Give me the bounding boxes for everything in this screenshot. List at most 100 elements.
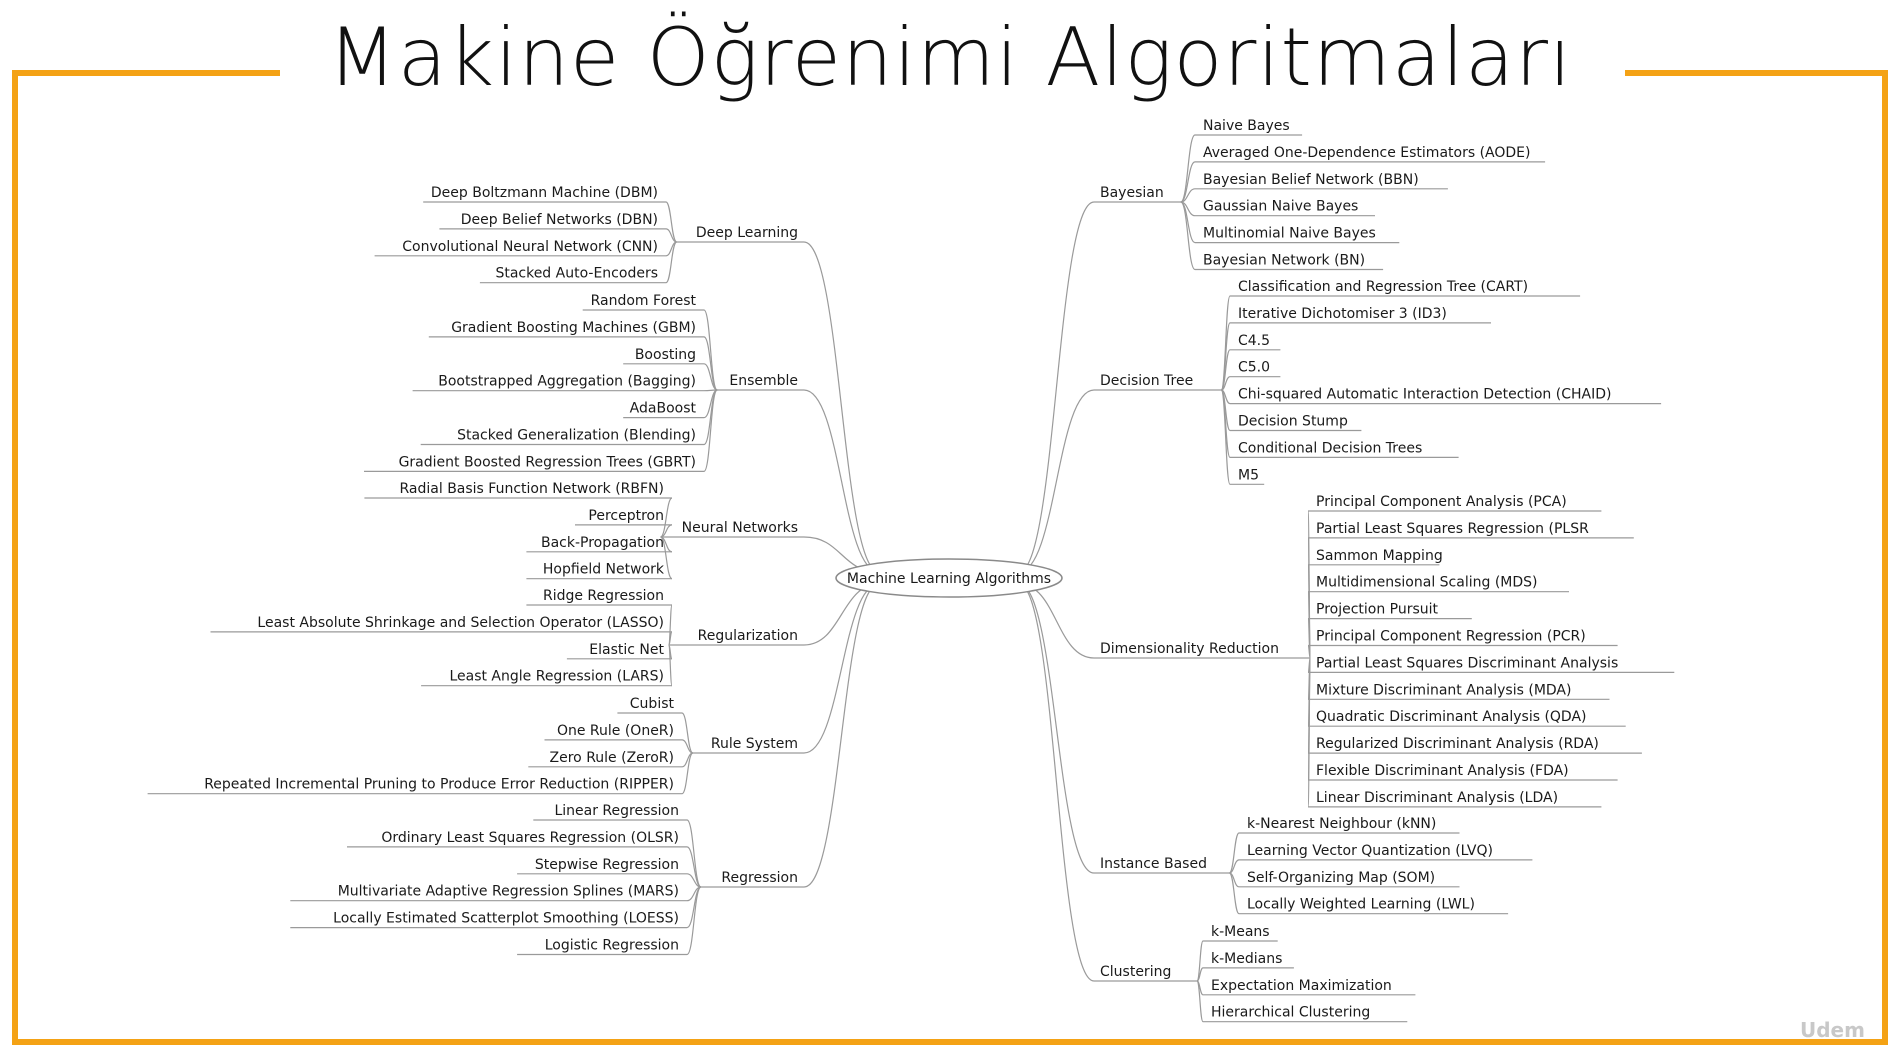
frame-top-left — [12, 70, 280, 76]
group-connector-0 — [803, 241, 880, 573]
item-connector-5-5 — [686, 886, 702, 956]
group-connector-1 — [803, 389, 880, 573]
item-connector-2-0 — [659, 497, 673, 538]
group-label-5: Regression — [721, 870, 798, 886]
group-label-1: Ensemble — [729, 373, 798, 389]
group-connector-3 — [803, 583, 880, 646]
item-label-r-2-11: Linear Discriminant Analysis (LDA) — [1316, 790, 1558, 806]
item-label-r-2-6: Partial Least Squares Discriminant Analy… — [1316, 655, 1618, 671]
item-label-r-3-2: Self-Organizing Map (SOM) — [1247, 870, 1435, 886]
item-label-4-1: One Rule (OneR) — [557, 723, 674, 739]
item-label-5-2: Stepwise Regression — [535, 857, 679, 873]
item-label-r-1-7: M5 — [1238, 467, 1259, 483]
item-connector-4-1 — [681, 739, 694, 754]
item-connector-3-3 — [668, 644, 673, 687]
item-label-5-0: Linear Regression — [554, 803, 679, 819]
item-label-r-3-3: Locally Weighted Learning (LWL) — [1247, 897, 1475, 913]
root-node — [835, 558, 1063, 598]
item-connector-0-3 — [665, 241, 678, 284]
item-connector-r-2-11 — [1307, 657, 1311, 808]
udemy-watermark: Udem — [1800, 1018, 1865, 1042]
item-connector-r-1-0 — [1220, 295, 1231, 391]
item-label-r-1-1: Iterative Dichotomiser 3 (ID3) — [1238, 306, 1447, 322]
item-label-4-2: Zero Rule (ZeroR) — [550, 750, 674, 766]
item-label-0-1: Deep Belief Networks (DBN) — [461, 212, 658, 228]
item-connector-2-3 — [659, 536, 673, 580]
item-connector-r-0-1 — [1180, 161, 1196, 203]
item-label-1-2: Boosting — [635, 347, 696, 363]
item-label-2-1: Perceptron — [588, 508, 664, 524]
group-connector-4 — [803, 583, 880, 754]
group-label-2: Neural Networks — [682, 520, 798, 536]
item-connector-0-0 — [665, 201, 678, 243]
group-label-r-2: Dimensionality Reduction — [1100, 641, 1279, 657]
item-label-r-4-0: k-Means — [1211, 924, 1270, 940]
item-label-r-0-2: Bayesian Belief Network (BBN) — [1203, 172, 1419, 188]
item-label-1-6: Gradient Boosted Regression Trees (GBRT) — [399, 454, 696, 470]
item-label-2-2: Back-Propagation — [541, 535, 664, 551]
root-label: Machine Learning Algorithms — [847, 571, 1051, 587]
group-label-r-1: Decision Tree — [1100, 373, 1193, 389]
frame-top-right — [1625, 70, 1888, 76]
item-label-r-1-0: Classification and Regression Tree (CART… — [1238, 279, 1528, 295]
item-connector-5-1 — [686, 846, 702, 888]
item-connector-0-1 — [665, 228, 677, 243]
item-label-3-1: Least Absolute Shrinkage and Selection O… — [257, 615, 664, 631]
group-label-r-0: Bayesian — [1100, 185, 1164, 201]
item-label-r-0-3: Gaussian Naive Bayes — [1203, 199, 1358, 215]
item-label-r-0-1: Averaged One-Dependence Estimators (AODE… — [1203, 145, 1530, 161]
item-connector-2-1 — [660, 524, 673, 538]
item-connector-r-1-3 — [1221, 376, 1231, 391]
item-label-1-1: Gradient Boosting Machines (GBM) — [451, 320, 696, 336]
item-label-r-4-1: k-Medians — [1211, 951, 1282, 967]
item-label-1-3: Bootstrapped Aggregation (Bagging) — [438, 374, 696, 390]
item-label-r-2-4: Projection Pursuit — [1316, 602, 1439, 618]
group-connector-r-0 — [1018, 201, 1095, 573]
item-label-r-2-5: Principal Component Regression (PCR) — [1316, 629, 1586, 645]
group-label-0: Deep Learning — [696, 225, 798, 241]
item-label-r-0-5: Bayesian Network (BN) — [1203, 253, 1365, 269]
slide-title: Makine Öğrenimi Algoritmaları — [327, 11, 1573, 104]
item-connector-r-3-1 — [1229, 859, 1240, 874]
item-label-r-2-8: Quadratic Discriminant Analysis (QDA) — [1316, 709, 1587, 725]
item-label-r-1-3: C5.0 — [1238, 360, 1270, 376]
item-connector-1-2 — [703, 363, 718, 391]
item-label-3-0: Ridge Regression — [543, 588, 664, 604]
item-connector-r-0-2 — [1180, 188, 1196, 203]
item-connector-r-4-3 — [1196, 980, 1204, 1023]
item-connector-r-0-5 — [1180, 201, 1196, 271]
group-label-3: Regularization — [698, 628, 798, 644]
item-label-3-3: Least Angle Regression (LARS) — [449, 669, 664, 685]
group-label-r-3: Instance Based — [1100, 856, 1207, 872]
frame-right — [1882, 70, 1888, 1045]
item-label-r-3-0: k-Nearest Neighbour (kNN) — [1247, 816, 1436, 832]
item-label-1-0: Random Forest — [591, 293, 697, 309]
item-label-r-1-5: Decision Stump — [1238, 414, 1348, 430]
item-label-r-3-1: Learning Vector Quantization (LVQ) — [1247, 843, 1493, 859]
item-label-3-2: Elastic Net — [589, 642, 664, 658]
item-connector-5-0 — [686, 819, 702, 888]
item-label-5-1: Ordinary Least Squares Regression (OLSR) — [381, 830, 679, 846]
item-connector-r-1-2 — [1220, 349, 1231, 391]
item-connector-r-1-7 — [1220, 389, 1231, 485]
item-connector-4-3 — [681, 752, 694, 795]
item-connector-r-0-0 — [1180, 134, 1196, 203]
group-connector-5 — [803, 583, 880, 888]
item-connector-r-3-3 — [1228, 872, 1240, 915]
item-label-r-2-0: Principal Component Analysis (PCA) — [1316, 494, 1567, 510]
item-label-r-4-3: Hierarchical Clustering — [1211, 1005, 1370, 1021]
group-label-4: Rule System — [711, 736, 798, 752]
item-label-5-5: Logistic Regression — [545, 938, 679, 954]
group-connector-r-4 — [1018, 583, 1095, 982]
item-label-1-4: AdaBoost — [630, 401, 697, 417]
item-connector-1-6 — [703, 389, 718, 472]
item-label-4-0: Cubist — [630, 696, 675, 712]
group-label-r-4: Clustering — [1100, 964, 1171, 980]
item-connector-5-2 — [686, 873, 702, 888]
group-connector-r-3 — [1018, 583, 1095, 874]
item-label-r-2-2: Sammon Mapping — [1316, 548, 1443, 564]
item-label-0-0: Deep Boltzmann Machine (DBM) — [431, 185, 658, 201]
item-label-r-2-3: Multidimensional Scaling (MDS) — [1316, 575, 1537, 591]
item-label-5-3: Multivariate Adaptive Regression Splines… — [338, 884, 679, 900]
